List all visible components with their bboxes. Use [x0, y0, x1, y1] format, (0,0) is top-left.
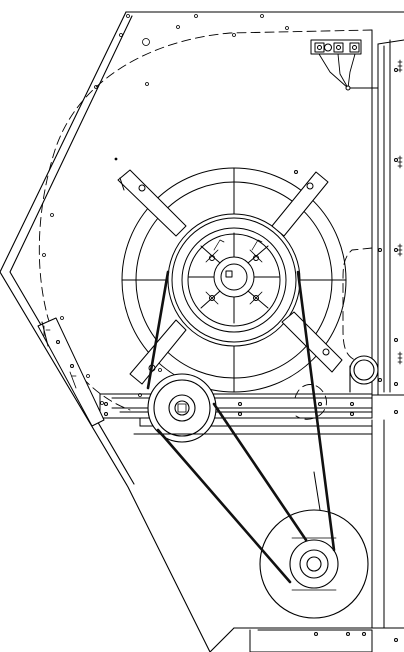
mounting-arms [117, 169, 343, 385]
side-wall [371, 29, 404, 642]
idler-pulley [349, 355, 379, 393]
housing-outline [0, 11, 404, 652]
fan-pulley [147, 373, 217, 443]
motor-support-lines [133, 433, 373, 652]
motor-pulley [259, 509, 369, 619]
motor-mount-rail [99, 393, 373, 427]
left-bracket [37, 317, 105, 427]
drive-belt [146, 270, 336, 584]
terminal-block [310, 39, 379, 91]
